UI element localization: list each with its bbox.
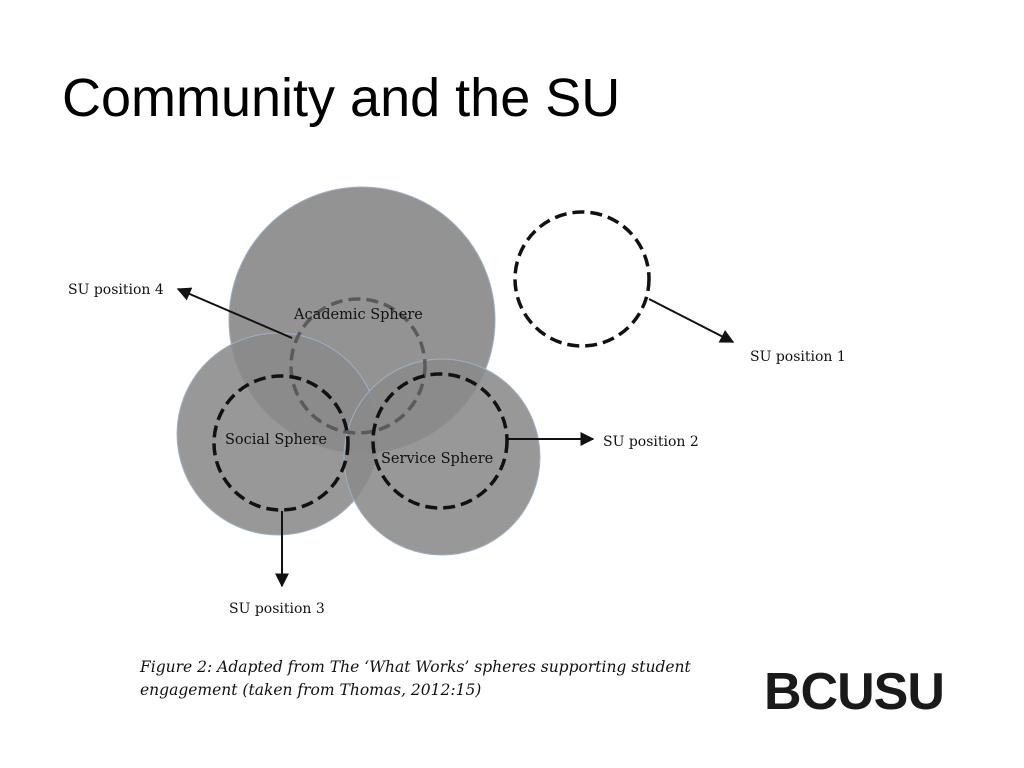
su-position-3-label: SU position 3 <box>229 601 325 617</box>
outside-dashed-ring <box>513 210 651 348</box>
bcusu-logo: BCUSU <box>764 663 945 721</box>
su-position-1-label: SU position 1 <box>750 349 846 365</box>
su-position-4-label: SU position 4 <box>68 282 164 298</box>
figure-caption-line-2: engagement (taken from Thomas, 2012:15) <box>140 681 482 699</box>
slide-title: Community and the SU <box>62 68 621 128</box>
figure-caption-line-1: Figure 2: Adapted from The ‘What Works’ … <box>140 658 691 676</box>
service-sphere-circle <box>343 358 541 556</box>
su-position-1-arrow <box>648 298 735 343</box>
social-sphere-label: Social Sphere <box>225 432 327 448</box>
figure-caption: Figure 2: Adapted from The ‘What Works’ … <box>140 656 740 702</box>
service-dashed-ring <box>371 372 509 510</box>
su-position-2-label: SU position 2 <box>603 434 699 450</box>
academic-sphere-label: Academic Sphere <box>293 307 423 323</box>
social-dashed-ring <box>212 374 350 512</box>
academic-dashed-ring <box>289 297 427 435</box>
su-position-4-arrow <box>176 287 293 339</box>
service-sphere-label: Service Sphere <box>381 451 493 467</box>
